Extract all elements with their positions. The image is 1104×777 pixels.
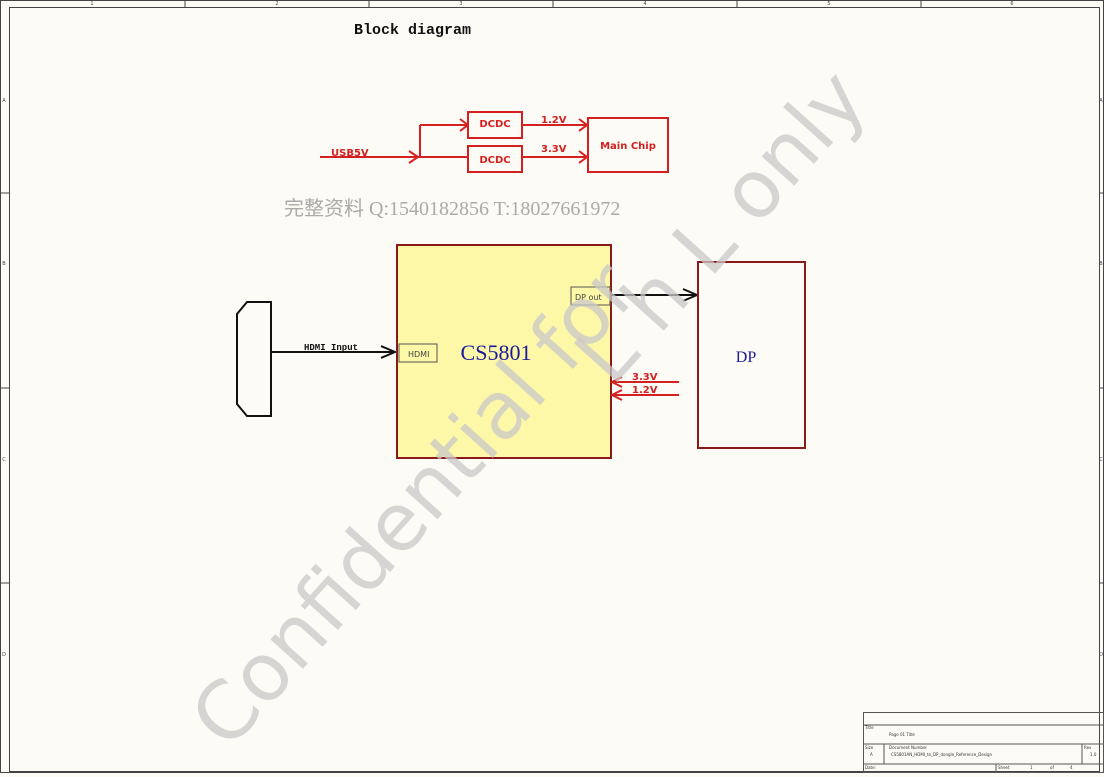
power-section	[320, 111, 669, 173]
doc-value: CS5801AN_HDMI_to_DP_dongle_Reference_Des…	[891, 752, 993, 757]
hdmi-arrow-icon	[380, 345, 398, 359]
supply-1v2-label: 1.2V	[632, 385, 658, 396]
frame-row-a-right: A	[1099, 98, 1103, 104]
date-caption: Date:	[865, 765, 876, 770]
frame-row-d-right: D	[1099, 652, 1103, 658]
frame-column-4: 4	[643, 1, 646, 7]
dcdc-top-label: DCDC	[479, 119, 510, 130]
supply-3v3-label: 3.3V	[632, 372, 658, 383]
sheet-caption: Sheet	[998, 765, 1010, 770]
frame-column-markers: 1 2 3 4 5 6	[90, 1, 1013, 7]
dp-out-pin-label: DP out	[575, 293, 602, 302]
doc-caption: Document Number	[889, 745, 927, 750]
dp-box	[697, 261, 806, 449]
size-caption: Size	[865, 745, 874, 750]
frame-column-1: 1	[90, 1, 93, 7]
hdmi-pin-label: HDMI	[408, 350, 429, 359]
size-value: A	[870, 752, 873, 757]
frame-row-c-right: C	[1099, 457, 1103, 463]
supply-3v3-arrow-icon	[609, 376, 623, 388]
hdmi-pin-box	[398, 343, 438, 363]
dcdc-bottom-label: DCDC	[479, 155, 510, 166]
title-value: Page 01 Title	[889, 732, 915, 737]
frame-column-3: 3	[459, 1, 462, 7]
dp-out-pin-box	[570, 286, 611, 306]
diagram-title: Block diagram	[354, 22, 471, 39]
hdmi-input-label: HDMI Input	[304, 343, 358, 353]
main-chip-box	[587, 117, 669, 173]
frame-row-b-left: B	[2, 261, 6, 267]
frame-row-b-right: B	[1099, 261, 1103, 267]
usb5v-label: USB5V	[331, 148, 369, 159]
dcdc-bottom-box	[467, 145, 523, 173]
rev-value: 1.0	[1090, 752, 1097, 757]
frame-column-6: 6	[1010, 1, 1013, 7]
frame-row-d-left: D	[2, 652, 6, 658]
dcdc-top-box	[467, 111, 523, 139]
supply-1v2-arrow-icon	[609, 389, 623, 401]
frame-column-5: 5	[827, 1, 830, 7]
frame-row-markers: A B C D A B C D	[2, 98, 1103, 658]
title-caption: Title	[864, 725, 874, 730]
usb5v-arrow-icon	[408, 150, 420, 164]
chip-supply-wires	[609, 376, 679, 401]
main-chip-label: Main Chip	[600, 141, 656, 152]
frame-row-c-left: C	[2, 457, 6, 463]
dp-label: DP	[736, 349, 757, 366]
cs5801-label: CS5801	[461, 340, 532, 365]
frame-column-2: 2	[275, 1, 278, 7]
contact-watermark: 完整资料 Q:1540182856 T:18027661972	[284, 197, 620, 220]
rail-top-label: 1.2V	[541, 115, 567, 126]
hdmi-connector-icon	[236, 301, 272, 417]
frame-row-a-left: A	[2, 98, 6, 104]
of-value: 4	[1070, 765, 1073, 770]
sheet-value: 1	[1030, 765, 1033, 770]
rail-bottom-label: 3.3V	[541, 144, 567, 155]
rev-caption: Rev	[1084, 745, 1092, 750]
of-caption: of	[1050, 765, 1054, 770]
